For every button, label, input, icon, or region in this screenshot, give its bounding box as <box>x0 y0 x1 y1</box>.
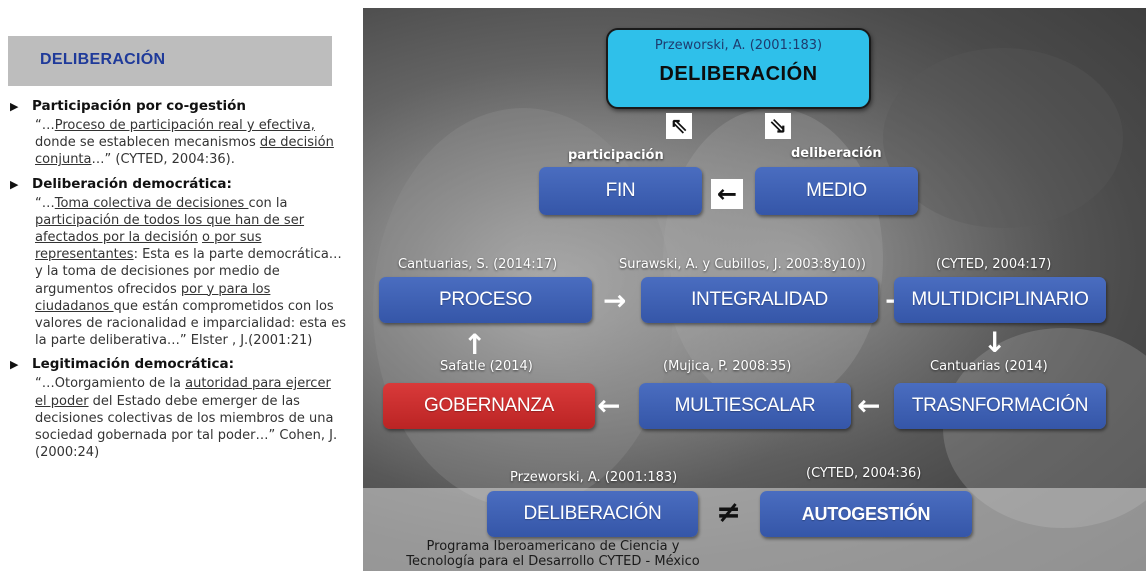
bullet-icon: ▶ <box>10 358 19 372</box>
text-panel: DELIBERACIÓN ▶ Participación por co-gesti… <box>0 0 352 571</box>
not-equal-symbol: ≠ <box>716 495 742 530</box>
underlined-text: o por sus representantes <box>35 230 262 263</box>
section-title: ▶ Legitimación democrática: <box>10 356 346 373</box>
body-text: …” (CYTED, 2004:36). <box>91 152 235 168</box>
footer-line-1: Programa Iberoamericano de Ciencia y <box>426 539 680 554</box>
box-trasnformacion: TRASNFORMACIÓN <box>894 383 1106 429</box>
section-title-text: Legitimación democrática: <box>32 356 235 373</box>
cite-proceso: Cantuarias, S. (2014:17) <box>398 257 558 272</box>
box-medio: MEDIO <box>755 167 918 215</box>
label-participacion: participación <box>568 148 664 163</box>
body-text: que están comprometidos con los valores … <box>35 298 346 349</box>
cite-integralidad: Surawski, A. y Cubillos, J. 2003:8y10)) <box>619 257 866 272</box>
section-body: “…Proceso de participación real y efecti… <box>10 117 346 169</box>
panel-content: ▶Participación por co-gestión“…Proceso d… <box>10 98 346 468</box>
box-multidiciplinario: MULTIDICIPLINARIO <box>894 277 1106 323</box>
section-title-text: Deliberación democrática: <box>32 175 232 192</box>
cite-trasnformacion: Cantuarias (2014) <box>930 359 1048 374</box>
arrow-down-icon: ↓ <box>983 326 1007 359</box>
body-text: “…Otorgamiento de la <box>35 376 186 392</box>
panel-title: DELIBERACIÓN <box>40 51 166 68</box>
arrow-right-icon: → <box>603 284 627 317</box>
section-body: “…Otorgamiento de la autoridad para ejer… <box>10 375 346 461</box>
section-body: “…Toma colectiva de decisiones con la pa… <box>10 195 346 350</box>
body-text: “… <box>35 118 55 133</box>
box-proceso: PROCESO <box>379 277 592 323</box>
arrow-up-icon: ⇖ <box>666 113 692 139</box>
top-title: DELIBERACIÓN <box>659 63 818 85</box>
box-deliberacion: DELIBERACIÓN <box>487 491 698 537</box>
underlined-text: de decisión conjunta <box>35 135 334 168</box>
label-deliberacion: deliberación <box>791 146 882 161</box>
underlined-text: Proceso de participación real y efectiva… <box>54 118 315 133</box>
body-text: del Estado debe emerger de las decisione… <box>35 393 338 461</box>
cite-deliberacion: Przeworski, A. (2001:183) <box>510 470 678 485</box>
box-multiescalar: MULTIESCALAR <box>639 383 851 429</box>
panel-header: DELIBERACIÓN <box>8 36 332 86</box>
body-text: “… <box>35 195 55 211</box>
top-deliberacion-box: Przeworski, A. (2001:183) DELIBERACIÓN <box>606 28 871 109</box>
section-title-text: Participación por co-gestión <box>32 98 246 114</box>
underlined-text: autoridad para ejercer el poder <box>35 376 331 409</box>
section-title: ▶ Deliberación democrática: <box>10 176 346 193</box>
body-text: con la <box>248 195 288 211</box>
top-citation: Przeworski, A. (2001:183) <box>654 38 823 53</box>
cite-multidiciplinario: (CYTED, 2004:17) <box>936 257 1052 272</box>
arrow-left-icon: ← <box>711 179 743 209</box>
box-integralidad: INTEGRALIDAD <box>641 277 878 323</box>
cite-autogestion: (CYTED, 2004:36) <box>806 466 922 481</box>
underlined-text: participación de todos los que han de se… <box>35 212 305 246</box>
arrow-left-icon: ← <box>857 389 881 422</box>
footer-credit: Programa Iberoamericano de Ciencia y Tec… <box>373 539 733 569</box>
arrow-down-icon: ⇘ <box>765 113 791 139</box>
box-autogestion: AUTOGESTIÓN <box>760 491 972 537</box>
underlined-text: por y para los ciudadanos <box>35 281 271 314</box>
underlined-text: Toma colectiva de decisiones <box>54 195 249 211</box>
concept-diagram: Przeworski, A. (2001:183) DELIBERACIÓN ⇖… <box>363 8 1146 571</box>
cite-gobernanza: Safatle (2014) <box>440 359 533 374</box>
arrow-up-icon: ↑ <box>463 328 487 361</box>
body-text: : Esta es la parte democrática… y la tom… <box>35 247 342 297</box>
section-title: ▶ Participación por co-gestión <box>10 98 346 115</box>
box-fin: FIN <box>539 167 702 215</box>
footer-line-2: Tecnología para el Desarrollo CYTED - Mé… <box>406 554 700 569</box>
cite-multiescalar: (Mujica, P. 2008:35) <box>663 359 792 374</box>
body-text: donde se establecen mecanismos <box>35 135 260 151</box>
box-gobernanza: GOBERNANZA <box>383 383 595 429</box>
arrow-left-icon: ← <box>597 389 621 422</box>
bullet-icon: ▶ <box>10 100 19 113</box>
bullet-icon: ▶ <box>10 177 19 191</box>
